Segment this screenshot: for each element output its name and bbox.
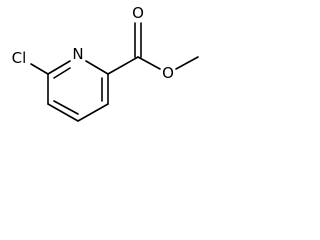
molecule-structure: Cl N O O: [12, 4, 199, 122]
ester-oxygen-label: O: [162, 64, 174, 82]
bond-c4-c5: [47, 103, 79, 122]
bond-c4-c5-inner: [53, 100, 79, 115]
carbonyl-oxygen-label: O: [132, 4, 144, 22]
bond-n1-c2: [85, 60, 109, 75]
nitrogen-atom-label: N: [72, 45, 83, 63]
chlorine-atom-label: Cl: [12, 49, 27, 67]
bond-carbonyl-carbon-ester-oxygen: [137, 56, 161, 70]
bond-ester-oxygen-methyl: [175, 56, 199, 70]
bond-c6-n1-inner: [53, 67, 71, 79]
bond-c6-n1: [47, 60, 71, 75]
bond-c6-cl: [30, 63, 49, 75]
bond-c3-c4: [77, 103, 109, 122]
bond-c2-carbonyl-carbon: [107, 56, 139, 75]
